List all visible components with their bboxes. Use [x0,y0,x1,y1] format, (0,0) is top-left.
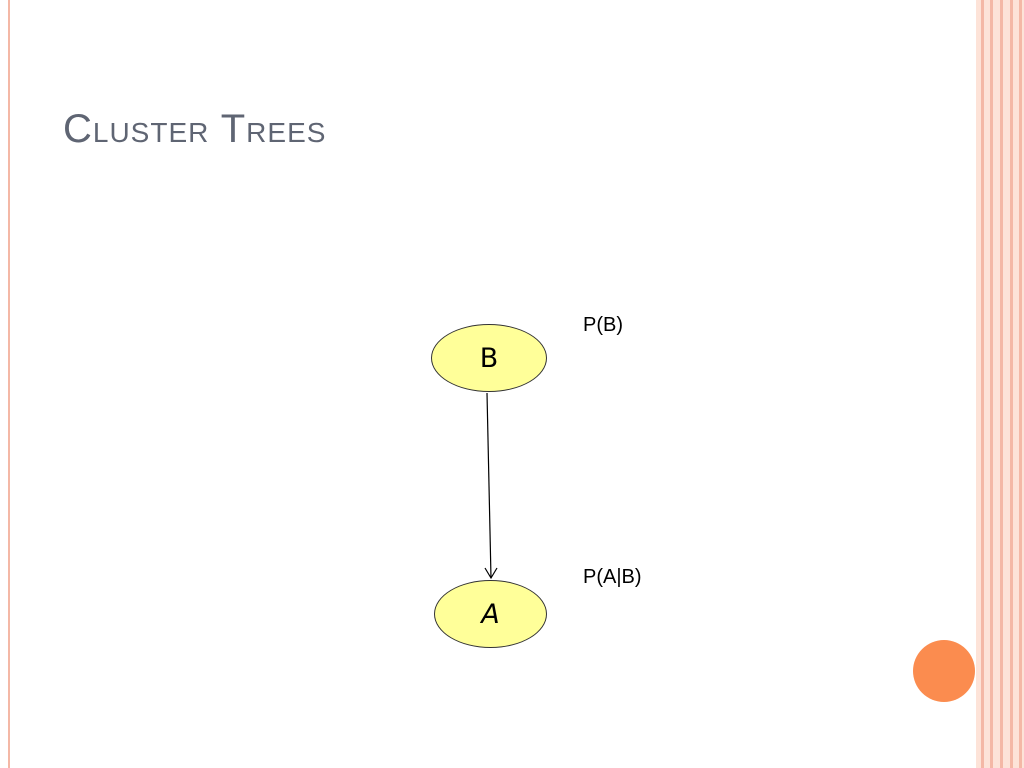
node-a: A [434,580,547,648]
node-b: B [431,324,547,392]
probability-label-a-given-b: P(A|B) [583,566,642,588]
frame-stripe [1000,0,1003,768]
accent-circle [913,640,975,702]
arrowhead [484,567,498,580]
slide-title: Cluster Trees [63,107,327,151]
frame-stripe [990,0,993,768]
frame-stripe [1019,0,1022,768]
probability-label-b: P(B) [583,314,623,336]
frame-stripe [1010,0,1013,768]
node-b-label: B [479,342,499,374]
node-a-label: A [481,598,500,630]
edge-b-to-a [486,392,492,579]
frame-left-line [8,0,10,768]
frame-stripe [981,0,984,768]
